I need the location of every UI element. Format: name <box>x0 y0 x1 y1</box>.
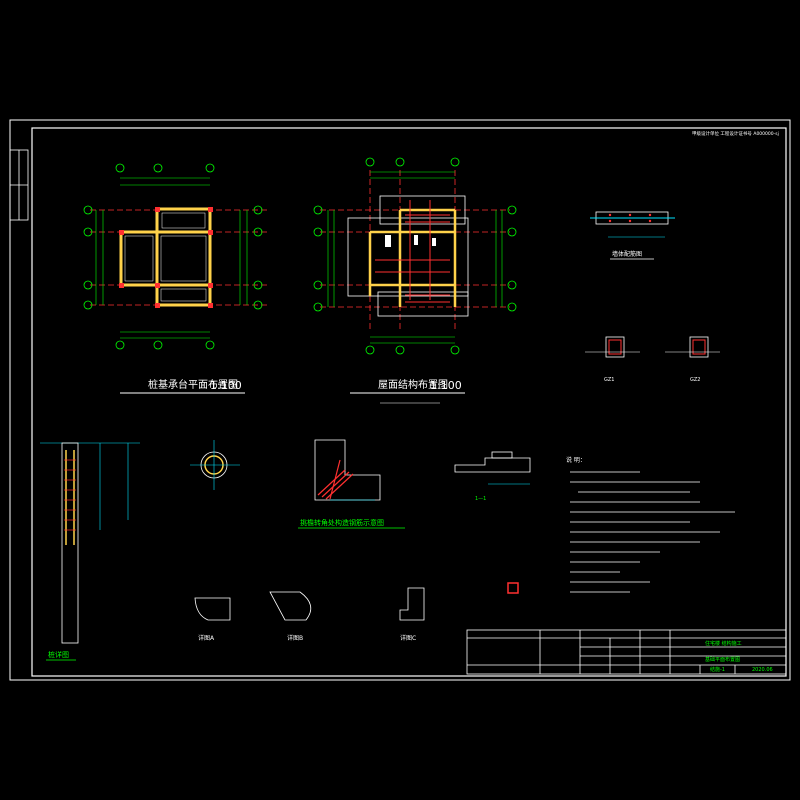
wall-detail-title: 墙体配筋图 <box>612 250 642 258</box>
left-plan-title: 桩基承台平面布置图 <box>148 378 238 391</box>
sheet-border <box>9 119 791 681</box>
sheet-date: 2020.06 <box>752 667 773 673</box>
right-plan: 屋面结构布置图 1:100 <box>313 157 517 404</box>
step-detail: 1—1 <box>454 451 531 502</box>
sheet-title: 基础平面布置图 <box>705 656 740 663</box>
notes-heading: 说 明： <box>566 456 586 464</box>
legend-symbol <box>507 582 519 594</box>
right-plan-title: 屋面结构布置图 <box>378 378 448 391</box>
right-plan-scale: 1:100 <box>430 379 462 392</box>
detail-a-label: 详图A <box>198 634 215 642</box>
notes-block: 说 明： <box>566 456 735 593</box>
left-binding-strip <box>9 149 29 221</box>
pile-detail: 桩详图 <box>40 442 140 661</box>
wall-detail: 墙体配筋图 <box>590 211 675 260</box>
column-sections: GZ1 GZ2 <box>585 336 720 383</box>
pile-section <box>190 440 240 490</box>
corner-detail-title: 挑檐转角处构造钢筋示意图 <box>300 518 384 527</box>
detail-c-label: 详图C <box>400 634 416 642</box>
column-label-1: GZ1 <box>604 377 614 383</box>
drawing-frame <box>31 127 787 677</box>
corner-detail: 挑檐转角处构造钢筋示意图 <box>298 439 405 529</box>
certificate-header: 甲级设计单位 工程设计证书号 A000000-sj <box>692 130 779 137</box>
sheet-number: 结施-1 <box>710 666 725 673</box>
column-label-2: GZ2 <box>690 377 700 383</box>
project-name: 住宅楼 结构施工 <box>705 640 742 647</box>
left-plan: 桩基承台平面布置图 1:100 <box>83 163 270 394</box>
section-label: 1—1 <box>475 496 486 502</box>
left-plan-scale: 1:100 <box>210 379 242 392</box>
pile-detail-title: 桩详图 <box>48 650 69 659</box>
title-block <box>466 629 787 675</box>
hook-details <box>194 587 425 621</box>
detail-b-label: 详图B <box>287 634 303 642</box>
